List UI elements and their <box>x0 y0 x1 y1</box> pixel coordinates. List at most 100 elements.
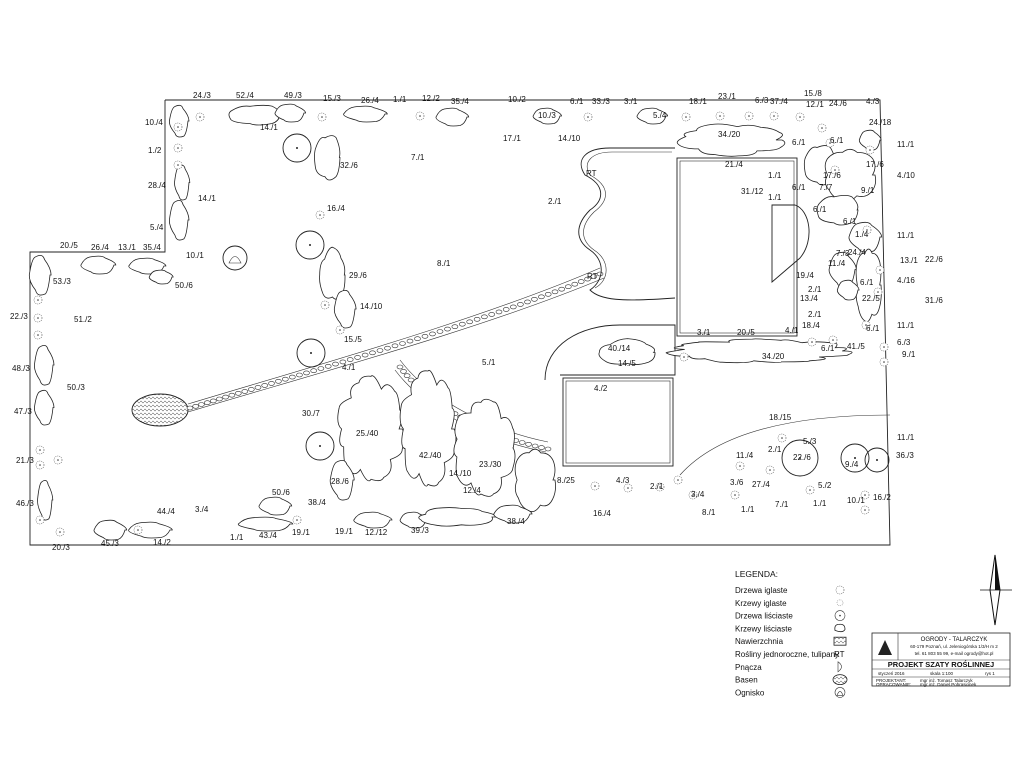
shrub-center-dot <box>879 269 881 271</box>
deciduous-shrub-icon <box>514 448 556 513</box>
shrub-center-dot <box>739 465 741 467</box>
plan-label: 12./12 <box>365 528 388 537</box>
company-name: OGRODY - TALARCZYK <box>921 637 988 643</box>
shrub-center-dot <box>769 469 771 471</box>
deciduous-shrub-icon <box>274 103 307 123</box>
deciduous-shrub-icon <box>168 199 190 241</box>
shrub-center-dot <box>832 339 834 341</box>
plan-label: 1./4 <box>855 230 869 239</box>
plan-label: 8./25 <box>557 476 575 485</box>
plan-label: 15./5 <box>344 335 362 344</box>
paving-stone <box>210 398 217 404</box>
paving-stone <box>466 319 474 325</box>
shrub-center-dot <box>683 356 685 358</box>
plan-label: 27./4 <box>752 480 770 489</box>
plan-label: 23./30 <box>479 460 502 469</box>
project-scale: skala 1:100 <box>930 671 954 676</box>
pool-icon <box>832 674 848 685</box>
plan-label: 44./4 <box>157 507 175 516</box>
deciduous-shrub-icon <box>258 496 293 516</box>
plan-label: 23./1 <box>718 92 736 101</box>
firepit-icon <box>834 687 846 698</box>
sheet-number: rys 1 <box>985 671 995 676</box>
deciduous-shrub-icon <box>855 248 882 323</box>
deciduous-shrub-icon <box>33 344 55 386</box>
plan-label: 6./1 <box>860 278 874 287</box>
plan-label: 36./3 <box>896 451 914 460</box>
plan-label: 25./40 <box>356 429 379 438</box>
plan-label: 30./7 <box>302 409 320 418</box>
plan-label: 38./4 <box>507 517 525 526</box>
paving-stone <box>451 324 459 330</box>
paving-stone <box>558 286 566 292</box>
plan-label: 1./1 <box>230 533 244 542</box>
plan-label: 37./4 <box>770 97 788 106</box>
deciduous-shrub-icon <box>33 389 55 426</box>
plan-label: 14./2 <box>153 538 171 547</box>
paving-stone <box>228 392 236 398</box>
plan-label: 20./5 <box>60 241 78 250</box>
designer-name: mgr inż. Tomasz Talarczyk <box>920 678 973 683</box>
deciduous-tree-icon <box>864 447 890 473</box>
plan-label: 18./4 <box>802 321 820 330</box>
firepit-icon <box>222 245 248 271</box>
plan-label: 9./1 <box>861 186 875 195</box>
plan-label: 16./4 <box>327 204 345 213</box>
paving-stone <box>235 390 242 396</box>
tree-center-dot <box>309 244 311 246</box>
paving-stone <box>354 355 361 360</box>
deciduous-shrub-icon <box>128 521 173 539</box>
plan-label: 32./6 <box>340 161 358 170</box>
plan-label: 17./6 <box>823 171 841 180</box>
plan-label: 4./1 <box>342 363 356 372</box>
paving-stone <box>339 359 347 365</box>
deciduous-shrub-icon <box>836 279 860 301</box>
shrub-center-dot <box>692 494 694 496</box>
shrub-center-dot <box>811 341 813 343</box>
plan-label: 16./2 <box>873 493 891 502</box>
paving-stone <box>590 274 598 279</box>
plan-label: 10./4 <box>145 118 163 127</box>
rt-icon: RT <box>834 650 845 659</box>
legend-item-label: Drzewa liściaste <box>735 612 793 621</box>
paving-stone <box>444 326 451 332</box>
paving-stone <box>248 387 255 392</box>
legend-item-label: Rośliny jednoroczne, tulipany <box>735 650 839 659</box>
deciduous-shrub-icon <box>399 369 457 487</box>
plan-label: 5./3 <box>803 437 817 446</box>
plan-label: 20./5 <box>737 328 755 337</box>
paving-stone <box>241 389 249 394</box>
shrub-center-dot <box>39 464 41 466</box>
plan-label: 6./1 <box>843 217 857 226</box>
deciduous-shrub-icon <box>168 104 190 138</box>
shrub-center-dot <box>877 291 879 293</box>
deciduous-shrub-icon <box>598 338 656 365</box>
plan-label: 6./3 <box>897 338 911 347</box>
plan-label: 48./3 <box>12 364 30 373</box>
paving-stone <box>544 291 552 297</box>
plan-label: 2./1 <box>768 445 782 454</box>
shrub-center-dot <box>773 115 775 117</box>
paving-stone <box>495 309 503 315</box>
plan-label: 43./4 <box>259 531 277 540</box>
shrub-center-dot <box>419 115 421 117</box>
paving-stone <box>346 357 354 362</box>
paving-stone <box>268 381 275 386</box>
shrub-center-dot <box>296 519 298 521</box>
paving-stone <box>222 394 229 400</box>
plan-label: 50./6 <box>175 281 193 290</box>
terrace-outline <box>578 147 676 301</box>
paving-stone <box>317 366 325 371</box>
legend-item-label: Pnącza <box>735 663 762 672</box>
tree-center-dot <box>876 459 878 461</box>
plan-label: 52./4 <box>236 91 254 100</box>
plan-label: 22./3 <box>10 312 28 321</box>
plan-label: 38./4 <box>308 498 326 507</box>
plan-label: 24./4 <box>848 248 866 257</box>
plan-label: 45./3 <box>101 539 119 548</box>
shrub-center-dot <box>781 437 783 439</box>
conifer-shrub-icon <box>836 599 844 607</box>
shrub-center-dot <box>677 479 679 481</box>
deciduous-shrub-icon <box>37 479 54 521</box>
plan-label: 10./2 <box>508 95 526 104</box>
